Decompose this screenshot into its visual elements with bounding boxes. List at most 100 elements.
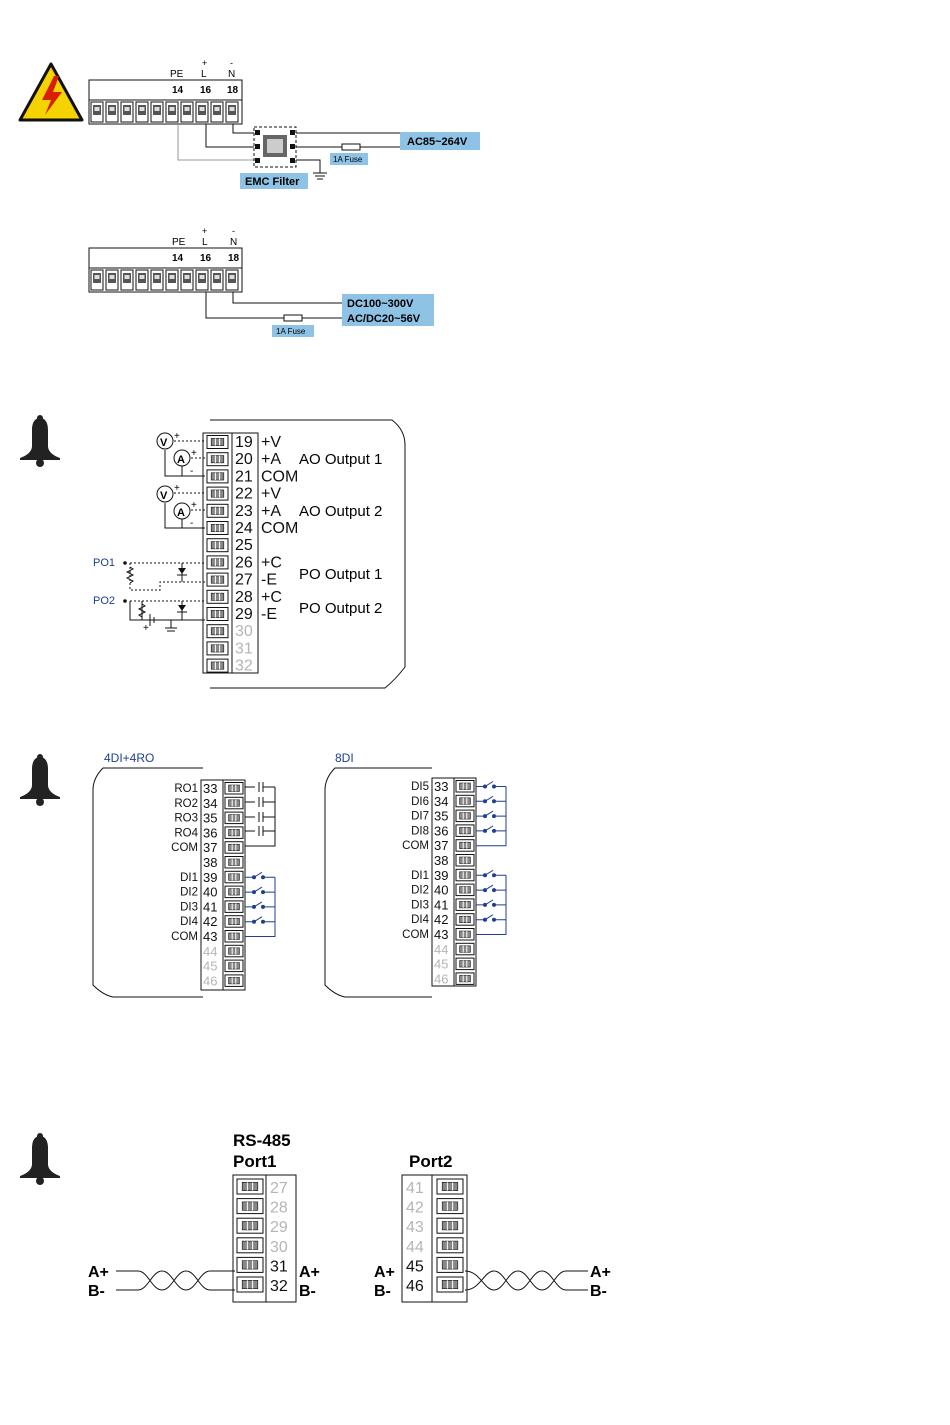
terminal-screw-icon — [224, 915, 244, 928]
terminal-number: 41 — [434, 897, 448, 912]
terminal-number: 27 — [235, 572, 253, 589]
terminal-signal-label: +C — [261, 589, 282, 606]
ac-power-terminal-strip — [88, 79, 243, 125]
switch-contact-icon — [245, 871, 275, 880]
terminal-screw-icon — [455, 898, 475, 911]
relay-contacts — [245, 782, 276, 847]
terminal-number: 38 — [434, 853, 448, 868]
port1-b-minus-right: B- — [299, 1283, 316, 1300]
switch-contact-icon — [245, 886, 275, 895]
terminal-screw-icon — [236, 1178, 264, 1195]
switch-contact-icon — [476, 810, 506, 819]
terminal-screw-icon — [455, 913, 475, 926]
terminal-number: 23 — [235, 503, 253, 520]
terminal-screw-icon — [206, 572, 229, 587]
terminal-number: 44 — [203, 944, 217, 959]
plus-sign: + — [174, 431, 180, 442]
terminal-label: DI3 — [180, 901, 198, 913]
ac-wiring — [177, 124, 400, 180]
terminal-number: 37 — [203, 840, 217, 855]
terminal-number: 19 — [235, 434, 253, 451]
po-output-1-label: PO Output 1 — [299, 566, 382, 583]
terminal-18-label: 18 — [228, 253, 240, 264]
ac-source-label-box — [400, 132, 480, 150]
terminal-screw-icon — [455, 794, 475, 808]
terminal-screw-icon — [436, 1276, 464, 1293]
plus-sign: + — [191, 500, 197, 511]
port2-a-plus-right: A+ — [590, 1264, 611, 1281]
terminal-label: DI1 — [180, 872, 198, 884]
dc-wiring — [205, 292, 342, 319]
terminal-screw-icon — [436, 1237, 464, 1254]
dc-power-terminal-strip — [88, 247, 243, 293]
po1-label: PO1 — [93, 557, 115, 569]
terminal-screw-icon — [206, 469, 229, 484]
terminal-screw-icon — [224, 870, 244, 884]
terminal-number: 29 — [235, 606, 253, 623]
terminal-number: 43 — [406, 1219, 424, 1236]
port1-label: Port1 — [233, 1152, 276, 1171]
di-common-wire — [245, 877, 276, 937]
voltmeter-icon: V — [156, 432, 174, 450]
terminal-screw-icon — [436, 1256, 464, 1273]
terminal-signal-label: COM — [261, 468, 298, 485]
terminal-screw-icon — [236, 1198, 264, 1215]
port1-b-minus-left: B- — [88, 1283, 105, 1300]
port2-b-minus-left: B- — [374, 1283, 391, 1300]
port1-a-plus-left: A+ — [88, 1264, 109, 1281]
8di-module-outline — [324, 767, 432, 998]
terminal-label: COM — [402, 840, 429, 852]
terminal-screw-icon — [224, 826, 244, 839]
terminal-number: 32 — [270, 1278, 288, 1295]
analog-number-column — [231, 432, 259, 674]
terminal-screw-icon — [206, 538, 229, 553]
terminal-label: DI4 — [180, 916, 199, 928]
terminal-label: RO1 — [174, 783, 198, 795]
terminal-screw-icon — [455, 839, 475, 852]
terminal-number: 46 — [203, 973, 217, 988]
terminal-label: RO3 — [174, 813, 198, 825]
terminal-screw-icon — [224, 930, 244, 943]
terminal-number: 46 — [406, 1278, 424, 1295]
terminal-number: 46 — [434, 971, 448, 986]
8di-terminal-rows: 33DI534DI635DI736DI837COM3839DI140DI241D… — [402, 779, 507, 986]
terminal-screw-icon — [206, 435, 229, 449]
terminal-number: 40 — [203, 885, 217, 900]
port1-a-plus-right: A+ — [299, 1264, 320, 1281]
high-voltage-warning-icon — [18, 62, 84, 122]
terminal-number: 34 — [434, 794, 448, 809]
dc-source-label-2: AC/DC20~56V — [347, 313, 421, 325]
terminal-label: RO4 — [174, 827, 198, 839]
terminal-screw-icon — [224, 959, 244, 973]
terminal-number: 45 — [406, 1258, 424, 1275]
terminal-screw-icon — [236, 1276, 264, 1293]
terminal-number: 41 — [203, 899, 217, 914]
terminal-label: DI5 — [411, 781, 429, 793]
terminal-screw-icon — [455, 883, 475, 897]
terminal-number: 40 — [434, 883, 448, 898]
terminal-number: 35 — [203, 811, 217, 826]
dc-source-label-1: DC100~300V — [347, 298, 414, 310]
terminal-label: DI8 — [411, 825, 429, 837]
terminal-screw-icon — [455, 972, 475, 985]
l-plus-label: + — [202, 58, 207, 68]
n-minus-label: - — [230, 58, 233, 68]
analog-module-outline — [210, 419, 406, 689]
po-output-2-label: PO Output 2 — [299, 600, 382, 617]
switch-contact-icon — [476, 914, 506, 922]
ammeter-icon: A — [173, 449, 191, 467]
dc-source-label-box — [342, 294, 434, 326]
emc-filter-label: EMC Filter — [245, 176, 300, 188]
svg-text:A: A — [177, 507, 185, 519]
terminal-label: COM — [171, 931, 198, 943]
l-label: L — [201, 69, 207, 80]
terminal-label: DI2 — [180, 887, 198, 899]
terminal-screw-icon — [236, 1256, 264, 1273]
terminal-screw-icon — [455, 868, 475, 882]
terminal-screw-icon — [206, 624, 229, 639]
terminal-label: DI2 — [411, 885, 429, 897]
terminal-number: 45 — [203, 959, 217, 974]
terminal-number: 43 — [203, 929, 217, 944]
n-label: N — [228, 69, 235, 80]
